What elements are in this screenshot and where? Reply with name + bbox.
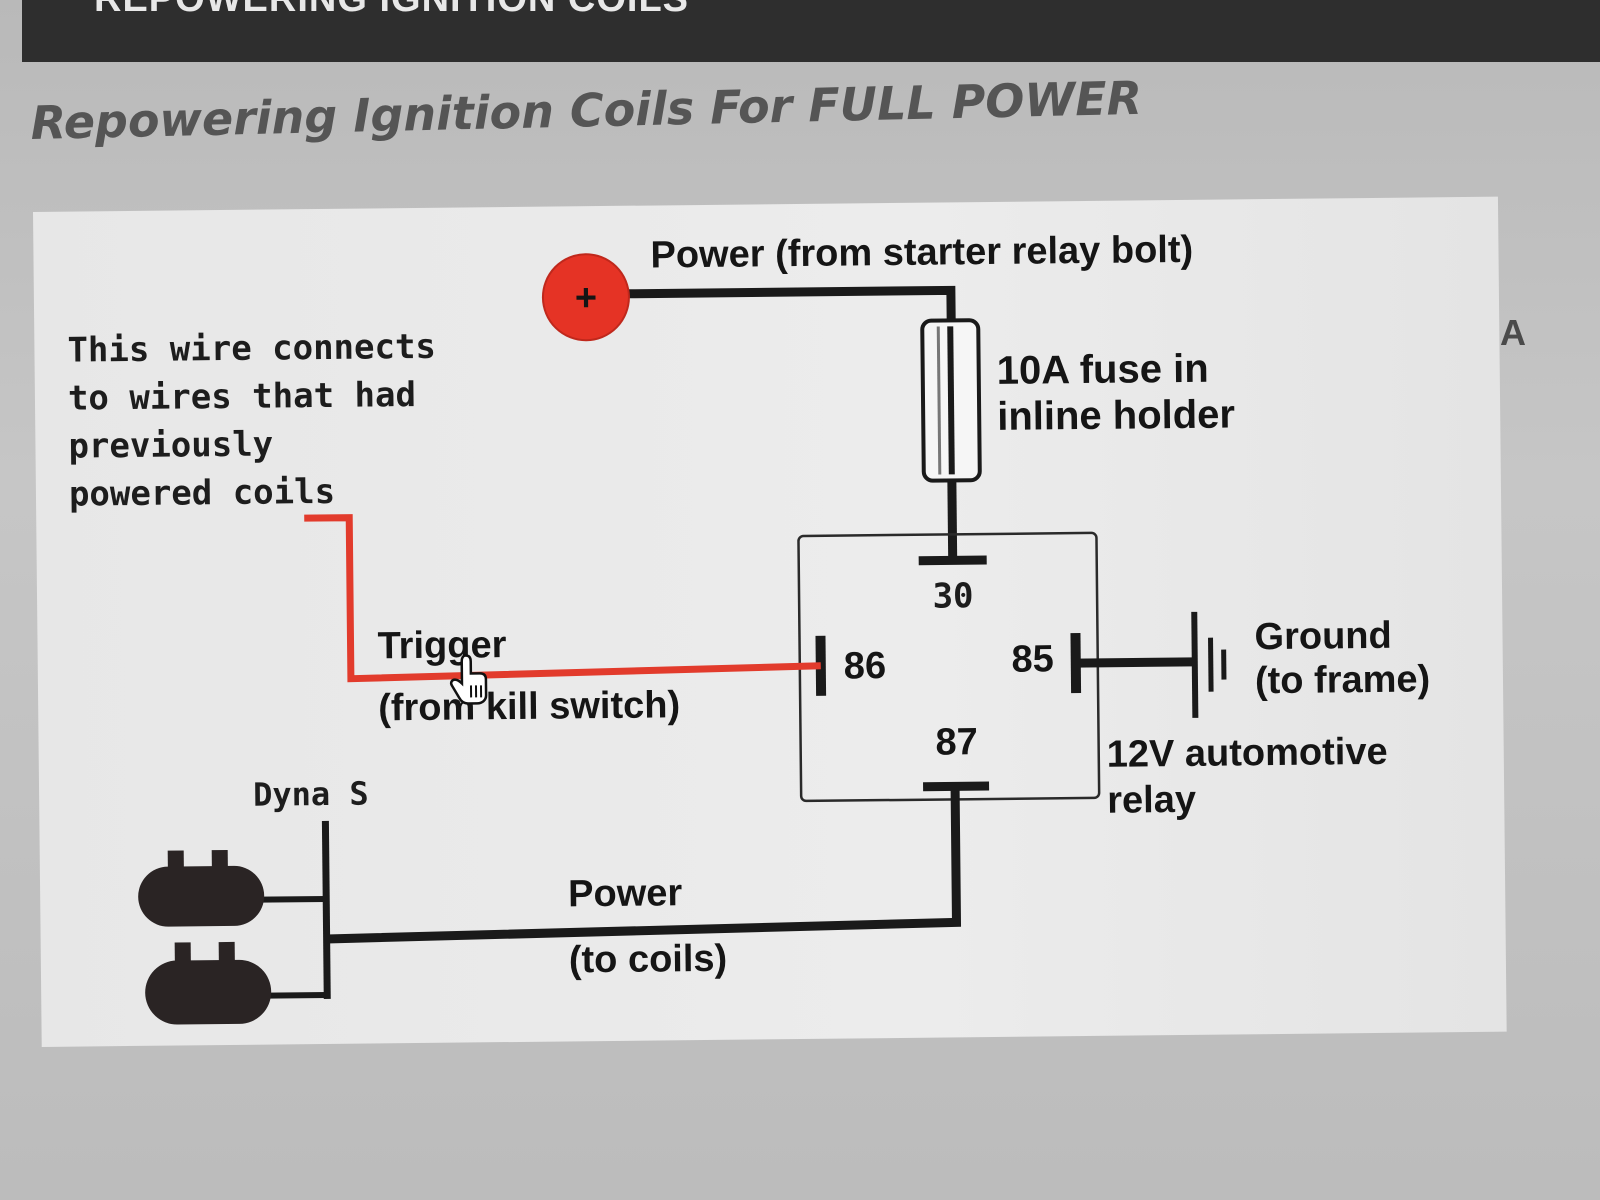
wiring-diagram-panel: + Power (from starter relay bolt) 10A fu… [33,196,1507,1047]
wire-fuse-to-pin30 [947,480,958,559]
ground-symbol [1191,611,1227,718]
hand-cursor-icon [449,654,488,705]
side-letter: A [1500,312,1526,353]
wire-pin85-to-ground [1075,657,1193,668]
note-label-line3: previously [68,424,273,466]
power-out-label: Power [568,872,683,915]
relay-label-line1: 12V automotive [1107,731,1388,776]
plus-symbol: + [575,277,598,319]
pin-30-label: 30 [932,576,973,616]
trigger-label: Trigger [377,624,506,667]
wire-power-to-coils [326,786,962,944]
ignition-coil-lower [145,941,272,1025]
power-source-label: Power (from starter relay bolt) [650,229,1193,277]
pin-87-label: 87 [935,721,978,763]
ground-label-line1: Ground [1254,615,1392,658]
power-out-sub-label: (to coils) [569,938,728,982]
pin-86-label: 86 [844,645,887,687]
coil-label: Dyna S [253,775,369,814]
fuse-label-line2: inline holder [997,392,1235,438]
ground-label-line2: (to frame) [1255,658,1431,702]
coil-feed-upper [260,895,327,903]
power-terminal: + [541,253,630,342]
relay-label-line2: relay [1107,779,1196,822]
header-bar-text: REPOWERING IGNITION COILS [94,0,689,21]
pin-85-label: 85 [1011,638,1054,680]
coil-bus-wire [321,820,331,999]
trigger-sub-label: (from kill switch) [378,684,680,729]
wire-trigger-red [304,514,821,683]
note-label-line4: powered coils [69,472,336,515]
pin-30-terminal [918,555,987,566]
wire-power-to-fuse [625,285,956,323]
note-label-line1: This wire connects [67,327,436,371]
fuse-label-line1: 10A fuse in [996,347,1208,393]
page-title: Repowering Ignition Coils For FULL POWER [30,70,1143,150]
coil-feed-lower [267,991,328,999]
inline-fuse [920,318,982,483]
top-header-bar: REPOWERING IGNITION COILS [22,0,1600,62]
wiring-diagram: + Power (from starter relay bolt) 10A fu… [67,229,1431,1025]
ignition-coil-upper [138,849,265,927]
note-label-line2: to wires that had [68,375,416,419]
